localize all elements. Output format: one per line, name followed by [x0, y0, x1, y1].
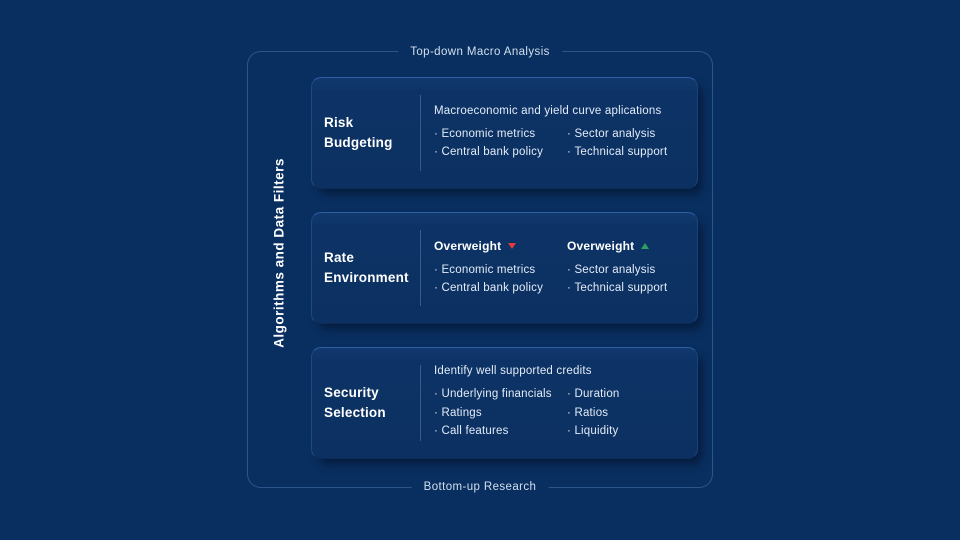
card-rate-environment: Rate Environment Overweight Economic met…: [311, 212, 698, 324]
card-title: Security Selection: [324, 384, 386, 420]
bullet-item: Sector analysis: [567, 261, 667, 279]
card-list: Risk Budgeting Macroeconomic and yield c…: [311, 77, 698, 459]
bullet-item: Underlying financials: [434, 385, 567, 403]
bullet-column: Duration Ratios Liquidity: [567, 385, 620, 440]
bullet-item: Economic metrics: [434, 125, 567, 143]
bullet-item: Central bank policy: [434, 143, 567, 161]
bullet-item: Sector analysis: [567, 125, 667, 143]
bullet-item: Central bank policy: [434, 279, 567, 297]
process-frame: Top-down Macro Analysis Bottom-up Resear…: [247, 44, 713, 495]
bullet-item: Technical support: [567, 279, 667, 297]
up-triangle-icon: [641, 242, 650, 249]
content-heading: Macroeconomic and yield curve aplication…: [434, 104, 662, 117]
bullet-column: Overweight Sector analysis Technical sup…: [567, 239, 667, 298]
down-triangle-icon: [508, 242, 517, 249]
bullet-column: Sector analysis Technical support: [567, 125, 667, 162]
divider: [420, 95, 421, 171]
bullet-item: Ratios: [567, 404, 620, 422]
card-content: Identify well supported credits Underlyi…: [421, 348, 697, 458]
divider: [420, 230, 421, 306]
bullet-item: Technical support: [567, 143, 667, 161]
card-content: Macroeconomic and yield curve aplication…: [421, 78, 697, 188]
card-title: Rate Environment: [324, 249, 409, 285]
content-heading: Identify well supported credits: [434, 365, 592, 378]
card-security-selection: Security Selection Identify well support…: [311, 347, 698, 459]
divider: [420, 365, 421, 441]
bullet-column: Economic metrics Central bank policy: [434, 125, 567, 162]
column-heading: Overweight: [434, 239, 567, 253]
bottom-axis-label: Bottom-up Research: [411, 479, 549, 495]
bullet-item: Economic metrics: [434, 261, 567, 279]
bullet-item: Liquidity: [567, 422, 620, 440]
card-content: Overweight Economic metrics Central bank…: [421, 213, 697, 323]
bullet-item: Ratings: [434, 404, 567, 422]
side-axis-label: Algorithms and Data Filters: [271, 158, 287, 348]
bullet-column: Overweight Economic metrics Central bank…: [434, 239, 567, 298]
column-heading-label: Overweight: [434, 238, 502, 253]
bullet-item: Call features: [434, 422, 567, 440]
column-heading: Overweight: [567, 239, 667, 253]
column-heading-label: Overweight: [567, 238, 635, 253]
card-title: Risk Budgeting: [324, 114, 393, 150]
bullet-item: Duration: [567, 385, 620, 403]
bullet-column: Underlying financials Ratings Call featu…: [434, 385, 567, 440]
card-risk-budgeting: Risk Budgeting Macroeconomic and yield c…: [311, 77, 698, 189]
top-axis-label: Top-down Macro Analysis: [398, 44, 562, 60]
